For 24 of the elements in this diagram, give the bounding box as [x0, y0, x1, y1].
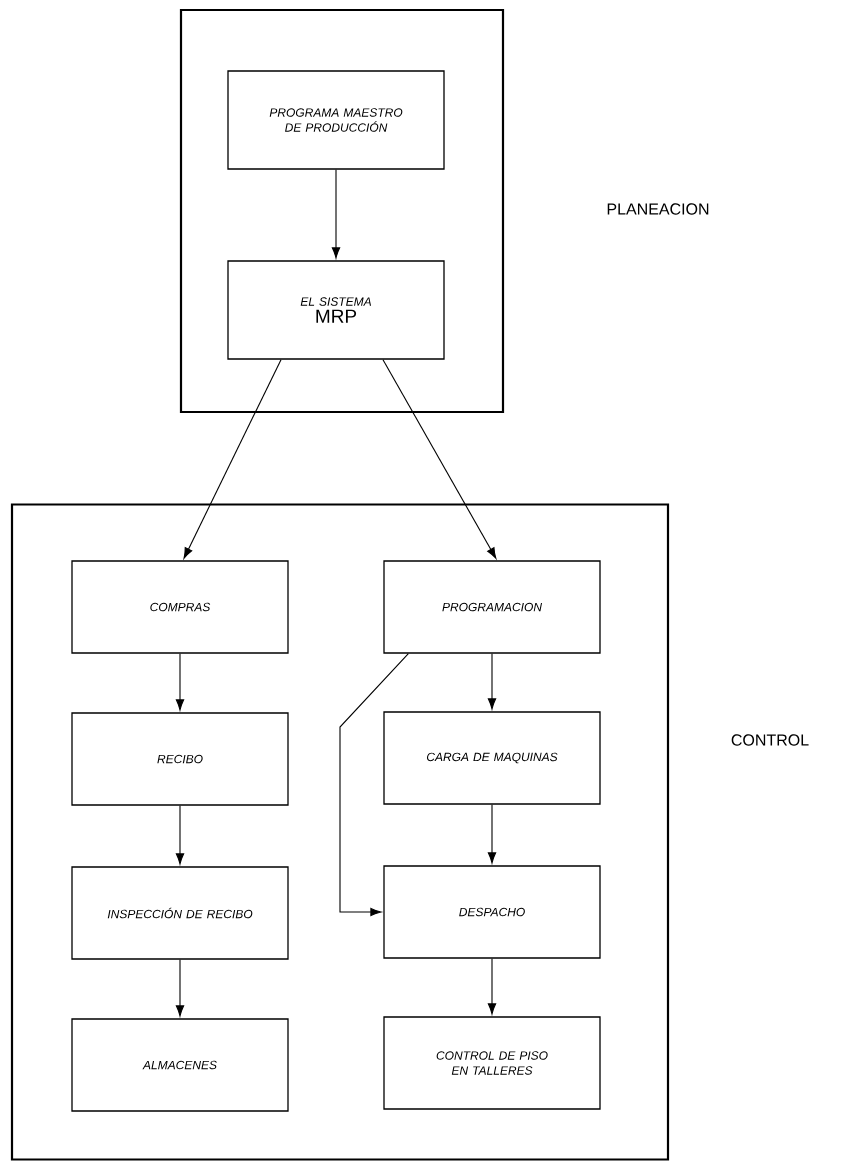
- arrow: [487, 804, 497, 864]
- process-box: COMPRAS: [71, 560, 289, 654]
- frame: [179, 8, 505, 414]
- arrow: [183, 359, 282, 559]
- arrow: [175, 653, 185, 711]
- arrow: [487, 958, 497, 1015]
- process-box: ALMACENES: [71, 1018, 289, 1112]
- process-box: DESPACHO: [383, 865, 601, 959]
- arrow: [175, 959, 185, 1017]
- arrow: [331, 169, 341, 259]
- process-box: PROGRAMACION: [383, 560, 601, 654]
- arrow: [487, 653, 497, 710]
- arrow: [382, 359, 497, 559]
- process-box: INSPECCIÓN DE RECIBO: [71, 866, 289, 960]
- section-heading: PLANEACION: [607, 203, 709, 215]
- process-box: RECIBO: [71, 712, 289, 806]
- process-box: CONTROL DE PISO EN TALLERES: [383, 1016, 601, 1110]
- process-box: PROGRAMA MAESTRO DE PRODUCCIÓN: [227, 70, 445, 170]
- section-heading: CONTROL: [731, 734, 809, 746]
- process-box: CARGA DE MAQUINAS: [383, 711, 601, 805]
- arrow: [175, 805, 185, 865]
- process-box: EL SISTEMA MRP: [227, 260, 445, 360]
- frame: [10, 503, 670, 1161]
- arrow: [339, 653, 409, 917]
